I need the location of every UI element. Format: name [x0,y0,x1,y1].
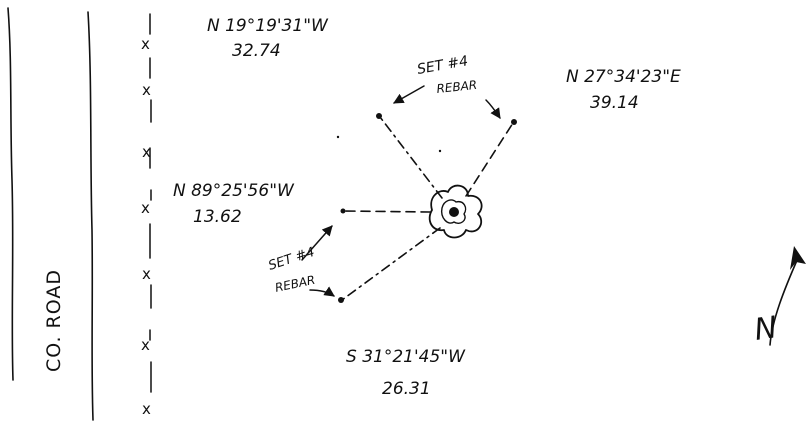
arrow-icon [393,85,425,104]
fence-line [149,13,152,393]
call-bearing: N 89°25'56"W [173,181,295,201]
call-nw: N 19°19'31"W 32.74 [207,16,329,61]
tie-line-w [343,210,431,213]
stray-dot [336,135,340,139]
fence-x-marker: x [141,35,150,53]
north-arrow-icon [769,257,799,346]
rebar-note-line1: SET #4 [267,245,317,274]
north-arrow: N [752,246,806,348]
rebar-note-bottom: SET #4 REBAR [267,225,335,297]
road-label: CO. ROAD [43,269,65,372]
call-distance: 39.14 [590,93,639,113]
tree-symbol [428,184,483,239]
fence-x-marker: x [142,143,151,161]
arrow-icon [301,225,333,261]
rebar-note-line2: REBAR [436,78,478,96]
north-label: N [752,310,779,348]
rebar-note-line1: SET #4 [416,53,469,78]
road-edge-left [7,7,14,381]
fence-x-marker: x [141,199,150,217]
fence-x-marker: x [142,265,151,283]
call-bearing: N 27°34'23"E [566,67,681,87]
tie-line-sw [341,227,441,301]
rebar-point-ne [511,119,517,125]
rebar-note-line2: REBAR [274,273,317,295]
call-w: N 89°25'56"W 13.62 [173,181,295,227]
call-distance: 26.31 [382,379,431,399]
fence-x-marker: x [142,400,151,418]
stray-dot [438,149,442,153]
call-distance: 13.62 [193,207,242,227]
fence-x-marker: x [141,336,150,354]
rebar-note-top: SET #4 REBAR [393,53,501,119]
fence-x-marker: x [142,81,151,99]
call-sw: S 31°21'45"W 26.31 [346,347,466,399]
rebar-point-sw [338,297,344,303]
road-edge-right [87,11,94,421]
rebar-point-w [340,208,346,214]
call-bearing: S 31°21'45"W [346,347,466,367]
call-distance: 32.74 [232,41,281,61]
north-arrowhead-icon [790,246,806,270]
tie-line-ne [465,122,514,197]
arrow-icon [309,286,335,297]
tie-line-nw [379,116,443,199]
arrow-icon [485,99,501,119]
rebar-point-nw [376,113,382,119]
call-bearing: N 19°19'31"W [207,16,329,36]
fence-markers: x x x x x x x [141,35,151,418]
call-ne: N 27°34'23"E 39.14 [566,67,681,113]
